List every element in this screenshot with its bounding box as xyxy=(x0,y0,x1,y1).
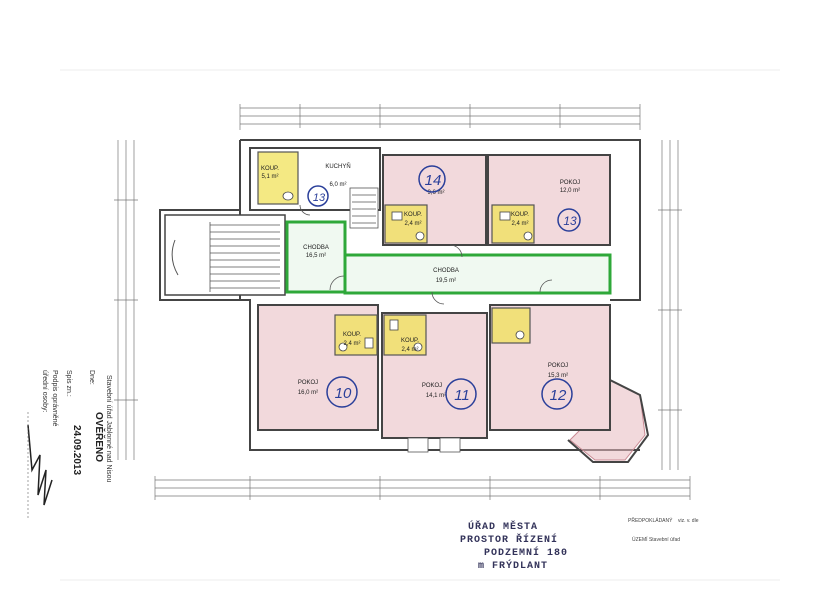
kuchyn-area: 6,0 m² xyxy=(329,182,346,188)
unit-13-right: 13 xyxy=(563,214,577,228)
unit-14: 14 xyxy=(425,172,442,189)
koup-tl-name: KOUP. xyxy=(261,166,279,172)
koup10-name: KOUP. xyxy=(343,332,361,338)
bay-window xyxy=(567,379,650,463)
fixtures xyxy=(282,191,533,352)
corridor-fill xyxy=(287,222,610,293)
door-swings xyxy=(299,204,553,305)
stamp-line-2: PROSTOR ŘÍZENÍ xyxy=(460,535,559,546)
chodba-left-name: CHODBA xyxy=(303,245,329,251)
stamp-line-3: PODZEMNÍ 180 xyxy=(484,548,569,559)
pokoj11-area: 14,1 m² xyxy=(426,393,446,399)
koup-tl-area: 5,1 m² xyxy=(261,174,278,180)
room-walls xyxy=(249,147,611,439)
pokoj12-area: 15,3 m² xyxy=(548,373,568,379)
stair-hall xyxy=(164,214,286,296)
authority-text: Stavební úřad Jablonné nad Nisou xyxy=(105,375,112,483)
pokoj10-area: 16,0 m² xyxy=(298,390,318,396)
pokoj10-name: POKOJ xyxy=(298,380,318,386)
overeno-text: OVĚŘENO xyxy=(93,412,104,463)
koup11-name: KOUP. xyxy=(401,338,419,344)
koup10-area: 2,4 m² xyxy=(343,341,360,347)
title-block-right: viz. v. dle xyxy=(678,518,699,524)
date-value: 24.09.2013 xyxy=(71,425,82,476)
unit-12: 12 xyxy=(550,387,567,404)
date-label: Dne: xyxy=(88,370,95,385)
stair-treads xyxy=(209,222,280,292)
unit-11: 11 xyxy=(454,387,470,404)
spis-label: Spis zn.: xyxy=(65,370,72,397)
unit-13-top: 13 xyxy=(313,192,326,204)
dimension-ticks xyxy=(114,104,682,500)
chodba-main-area: 19,5 m² xyxy=(436,278,456,284)
pokoj-tr-name: POKOJ xyxy=(560,180,580,186)
koup11-area: 2,4 m² xyxy=(401,347,418,353)
koup-tr-name: KOUP. xyxy=(511,212,529,218)
kuchyn-name: KUCHYŇ xyxy=(325,163,350,170)
kitchen-stair-block xyxy=(349,187,379,229)
stair-curve xyxy=(171,239,179,276)
scan-shading xyxy=(60,69,780,581)
room14-area: 9,6 m² xyxy=(427,190,444,196)
entrance-steps xyxy=(407,437,461,453)
chodba-left-area: 16,5 m² xyxy=(306,253,326,259)
chodba-main-name: CHODBA xyxy=(433,268,459,274)
podpis-label: Podpis oprávněné xyxy=(51,370,58,427)
koup14-name: KOUP. xyxy=(404,212,422,218)
koup-tr-area: 2,4 m² xyxy=(511,221,528,227)
room-labels: KOUP. 5,1 m² KUCHYŇ 6,0 m² 9,6 m² KOUP. … xyxy=(261,163,580,399)
pokoj11-name: POKOJ xyxy=(422,383,442,389)
title-block-line2: ÚZEMÍ Stavební úřad xyxy=(632,537,681,543)
title-block-left: PŘEDPOKLÁDANÝ xyxy=(628,518,673,524)
signature xyxy=(27,424,53,506)
stamp-line-1: ÚŘAD MĚSTA xyxy=(468,522,539,533)
unit-number-texts: 13 14 13 10 11 12 xyxy=(313,172,577,404)
stamp-line-4: m FRÝDLANT xyxy=(478,561,549,572)
osoby-label: úřední osoby: xyxy=(41,370,48,413)
corridor-outline xyxy=(285,220,612,295)
unit-10: 10 xyxy=(335,385,352,402)
koup14-area: 2,4 m² xyxy=(404,221,421,227)
unit-number-marks xyxy=(307,165,581,410)
pokoj12-name: POKOJ xyxy=(548,363,568,369)
pokoj-tr-area: 12,0 m² xyxy=(560,188,580,194)
